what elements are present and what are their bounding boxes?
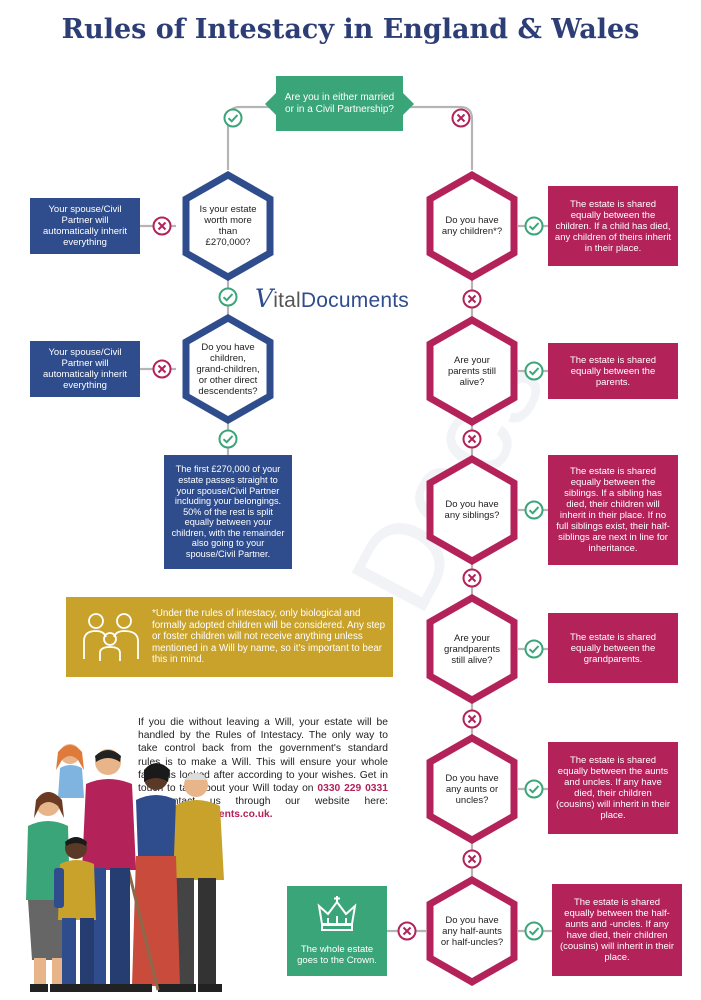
outcome-spouse-inherit-1-text: Your spouse/Civil Partner will automatic… [43, 204, 127, 248]
hexagon-shape [426, 876, 518, 986]
outcome-children-text: The estate is shared equally between the… [554, 198, 672, 254]
outcome-split-text: The first £270,000 of your estate passes… [171, 464, 285, 560]
hex-aunts-uncles-text: Do you have any aunts or uncles? [445, 772, 499, 806]
vital-documents-logo: VitalDocuments [255, 284, 409, 313]
outcome-half-aunts-uncles-text: The estate is shared equally between the… [559, 897, 675, 963]
hexagon-shape [426, 455, 518, 565]
outcome-siblings: The estate is shared equally between the… [548, 455, 678, 565]
outcome-spouse-inherit-2-text: Your spouse/Civil Partner will automatic… [43, 347, 127, 391]
figure-grandfather [170, 773, 224, 992]
check-icon [524, 361, 544, 381]
check-icon [524, 779, 544, 799]
hex-descendants: Do you have children, grand-children, or… [182, 314, 274, 424]
outcome-grandparents: The estate is shared equally between the… [548, 613, 678, 683]
figure-woman [124, 763, 180, 992]
outcome-spouse-inherit-1: Your spouse/Civil Partner will automatic… [30, 198, 140, 254]
hex-parents: Are your parents still alive? [426, 316, 518, 426]
intro-paragraph-text: If you die without leaving a Will, your … [138, 717, 388, 795]
hex-siblings: Do you have any siblings? [426, 455, 518, 565]
arrow-left-shape [265, 92, 277, 116]
arrow-right-shape [402, 92, 414, 116]
outcome-spouse-inherit-2: Your spouse/Civil Partner will automatic… [30, 341, 140, 397]
check-icon [218, 287, 238, 307]
hexagon-shape [182, 314, 274, 424]
cross-icon [397, 921, 417, 941]
hex-grandparents: Are your grandparents still alive? [426, 594, 518, 704]
cross-icon [462, 289, 482, 309]
crown-icon [317, 896, 357, 931]
outcome-split: The first £270,000 of your estate passes… [164, 455, 292, 569]
hex-half-aunts-uncles-text: Do you have any half-aunts or half-uncle… [440, 914, 504, 948]
outcome-parents: The estate is shared equally between the… [548, 343, 678, 399]
hexagon-shape [426, 316, 518, 426]
check-icon [524, 216, 544, 236]
hexagon-shape [426, 734, 518, 844]
connector-top-right [402, 105, 474, 170]
outcome-siblings-text: The estate is shared equally between the… [556, 466, 670, 554]
hex-half-aunts-uncles: Do you have any half-aunts or half-uncle… [426, 876, 518, 986]
cross-icon [152, 216, 172, 236]
check-icon [223, 108, 243, 128]
outcome-grandparents-text: The estate is shared equally between the… [569, 631, 657, 665]
figure-man [82, 749, 136, 992]
outcome-aunts-uncles: The estate is shared equally between the… [548, 742, 678, 834]
outcome-children: The estate is shared equally between the… [548, 186, 678, 266]
logo-v: V [255, 284, 274, 313]
hex-grandparents-text: Are your grandparents still alive? [444, 632, 500, 666]
children-note: *Under the rules of intestacy, only biol… [66, 597, 393, 677]
hexagon-shape [426, 171, 518, 281]
cross-icon [462, 709, 482, 729]
outcome-crown: The whole estate goes to the Crown. [287, 886, 387, 976]
hex-estate-worth-text: Is your estate worth more than £270,000? [199, 204, 257, 248]
phone-number[interactable]: 0330 229 0331 [317, 783, 388, 795]
hex-children: Do you have any children*? [426, 171, 518, 281]
intro-paragraph-middle: or contact us through our website here: [138, 796, 388, 808]
family-icon [83, 613, 139, 661]
check-icon [524, 639, 544, 659]
logo-vital: ital [273, 289, 301, 312]
check-icon [524, 500, 544, 520]
cross-icon [462, 568, 482, 588]
check-icon [524, 921, 544, 941]
outcome-half-aunts-uncles: The estate is shared equally between the… [552, 884, 682, 976]
outcome-crown-text: The whole estate goes to the Crown. [297, 944, 377, 966]
hex-children-text: Do you have any children*? [441, 215, 503, 237]
hex-parents-text: Are your parents still alive? [447, 354, 497, 388]
logo-documents: Documents [300, 289, 409, 312]
cross-icon [462, 429, 482, 449]
figure-girl [56, 744, 84, 798]
question-married-text: Are you in either married or in a Civil … [284, 92, 395, 115]
cross-icon [451, 108, 471, 128]
outcome-parents-text: The estate is shared equally between the… [569, 354, 657, 388]
children-note-text: *Under the rules of intestacy, only biol… [152, 608, 386, 666]
hex-descendants-text: Do you have children, grand-children, or… [196, 341, 260, 397]
question-married: Are you in either married or in a Civil … [265, 76, 414, 131]
outcome-aunts-uncles-text: The estate is shared equally between the… [555, 755, 671, 821]
hexagon-shape [182, 171, 274, 281]
cross-icon [462, 849, 482, 869]
check-icon [218, 429, 238, 449]
cross-icon [152, 359, 172, 379]
hex-estate-worth: Is your estate worth more than £270,000? [182, 171, 274, 281]
figure-boy [54, 837, 98, 992]
family-illustration [26, 744, 224, 992]
page-title: Rules of Intestacy in England & Wales [61, 14, 640, 45]
hex-aunts-uncles: Do you have any aunts or uncles? [426, 734, 518, 844]
hex-siblings-text: Do you have any siblings? [444, 499, 500, 521]
hexagon-shape [426, 594, 518, 704]
